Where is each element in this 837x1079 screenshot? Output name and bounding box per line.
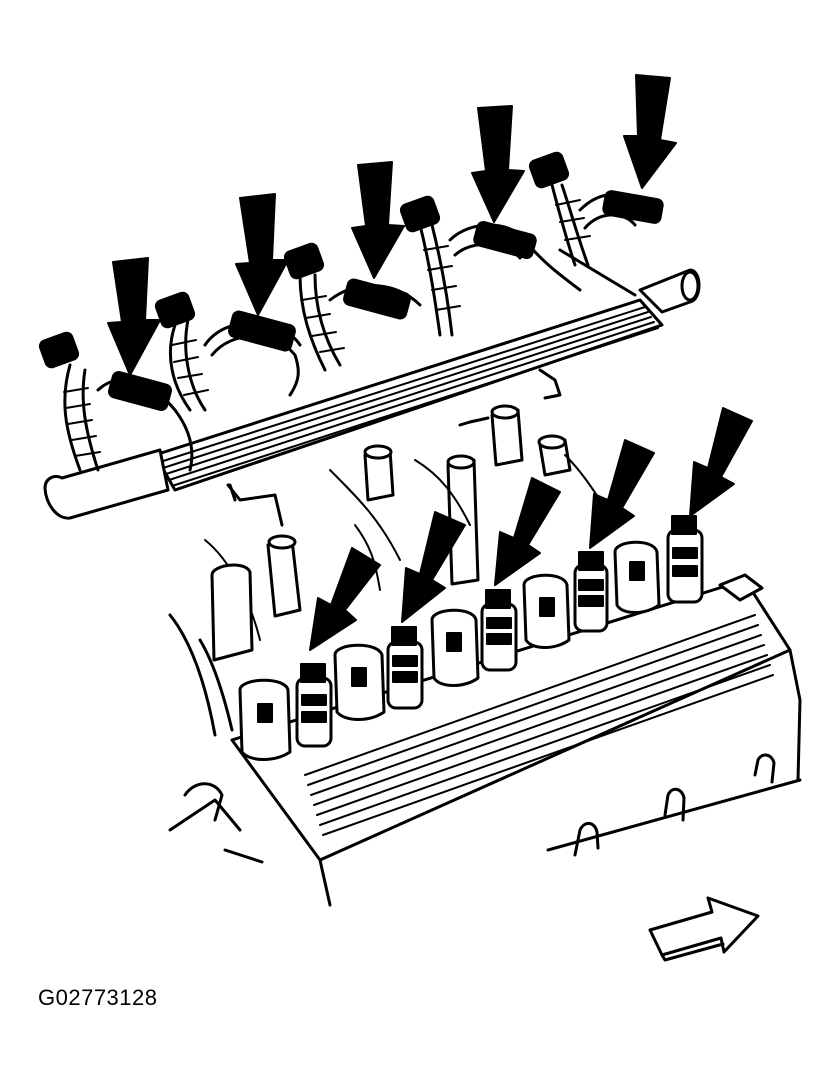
callout-arrows-lower: [309, 407, 753, 651]
figure-id-label: G02773128: [38, 985, 158, 1010]
mid-injectors: [226, 404, 601, 618]
engine-block: [168, 539, 802, 907]
front-direction-arrow: [648, 896, 760, 962]
intake-ribs: [304, 614, 774, 836]
callout-arrows-upper: [107, 74, 677, 376]
fuel-rail: [43, 268, 701, 520]
lower-injectors: [238, 515, 764, 761]
wiring-harness: [38, 151, 664, 472]
